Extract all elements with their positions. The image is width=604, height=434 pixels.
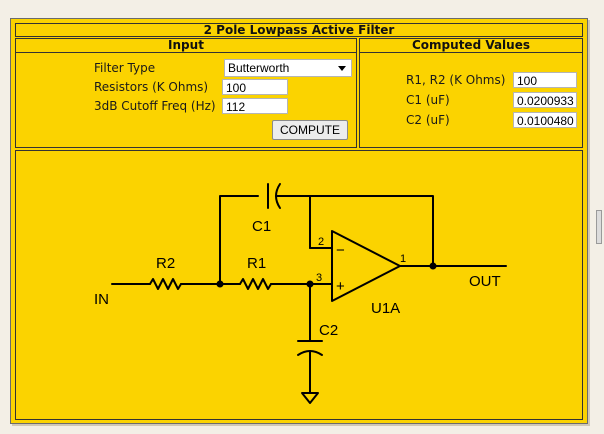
c2-output[interactable]: 0.0100480 [513, 112, 577, 128]
c2-label: C2 (uF) [406, 113, 450, 127]
page-title: 2 Pole Lowpass Active Filter [15, 23, 583, 37]
resistors-label: Resistors (K Ohms) [94, 80, 209, 94]
compute-button[interactable]: COMPUTE [272, 120, 348, 140]
computed-values-panel: Computed Values R1, R2 (K Ohms) 100 C1 (… [359, 38, 583, 148]
c2-label-schematic: C2 [319, 322, 338, 339]
r-values-label: R1, R2 (K Ohms) [406, 73, 506, 87]
pin-1-label: 1 [400, 253, 406, 265]
c1-label-schematic: C1 [252, 218, 271, 235]
input-heading: Input [16, 39, 356, 53]
c1-output[interactable]: 0.0200933 [513, 92, 577, 108]
scrollbar-thumb[interactable] [596, 210, 602, 244]
cutoff-frequency-label: 3dB Cutoff Freq (Hz) [94, 99, 216, 113]
computed-heading: Computed Values [360, 39, 582, 53]
minus-sign: − [336, 242, 345, 259]
cutoff-frequency-input[interactable]: 112 [222, 98, 288, 114]
ground-icon [301, 392, 319, 404]
chevron-down-icon [338, 66, 346, 71]
r1-resistor [239, 278, 272, 290]
plus-sign: + [336, 278, 345, 295]
c1-right-wire [275, 195, 434, 267]
pin-3-label: 3 [316, 272, 322, 284]
circuit-schematic: IN OUT R2 R1 C1 C2 U1A 2 3 1 − + [15, 150, 583, 420]
junction-node-left [216, 280, 224, 288]
filter-type-label: Filter Type [94, 61, 156, 75]
r2-resistor [149, 278, 182, 290]
c1-left-wire [219, 195, 259, 285]
out-label: OUT [469, 273, 501, 290]
schematic-drawing: IN OUT R2 R1 C1 C2 U1A 2 3 1 − + [94, 183, 507, 404]
filter-calculator-panel: 2 Pole Lowpass Active Filter Input Filte… [10, 18, 588, 424]
filter-type-select[interactable]: Butterworth [224, 59, 352, 77]
r2-label: R2 [156, 255, 175, 272]
opamp-triangle [331, 230, 401, 302]
resistors-input[interactable]: 100 [222, 79, 288, 95]
c1-label: C1 (uF) [406, 93, 450, 107]
opamp-label: U1A [371, 300, 400, 317]
junction-node-c2 [306, 280, 314, 288]
r-values-output[interactable]: 100 [513, 72, 577, 88]
junction-node-output [429, 262, 437, 270]
filter-type-value: Butterworth [228, 61, 290, 75]
in-label: IN [94, 291, 109, 308]
input-panel: Input Filter Type Butterworth Resistors … [15, 38, 357, 148]
pin-2-label: 2 [318, 236, 324, 248]
r1-label: R1 [247, 255, 266, 272]
